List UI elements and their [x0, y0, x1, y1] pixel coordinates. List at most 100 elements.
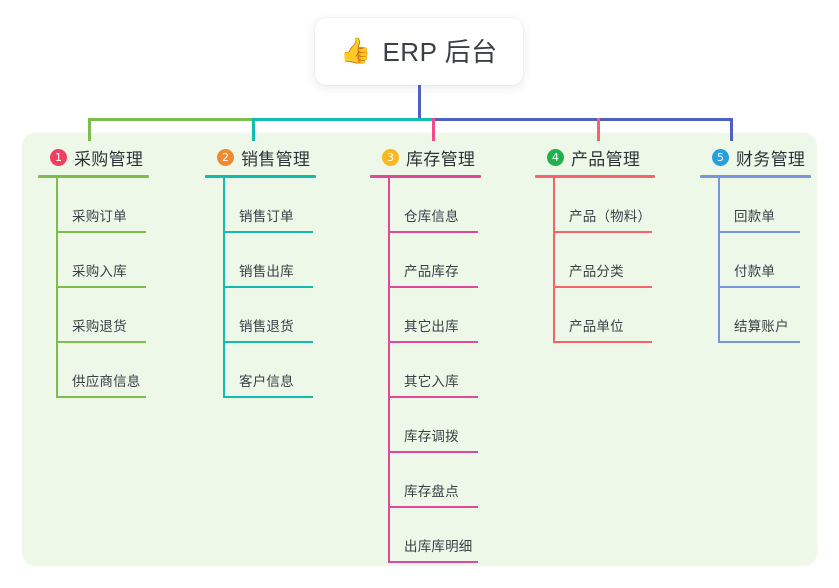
branch-item-underline [388, 561, 478, 563]
branch-item[interactable]: 客户信息 [223, 343, 355, 398]
branch-title: 财务管理 [736, 149, 806, 169]
branch-title: 采购管理 [74, 149, 144, 169]
branch-item[interactable]: 回款单 [718, 178, 820, 233]
branch-item[interactable]: 供应商信息 [56, 343, 188, 398]
branch-items: 回款单付款单结算账户 [700, 178, 820, 343]
branch-underline [370, 175, 481, 178]
branch-item-label: 客户信息 [239, 374, 294, 389]
branch-items: 仓库信息产品库存其它出库其它入库库存调拨库存盘点出库库明细 [370, 178, 520, 563]
branch-item[interactable]: 产品分类 [553, 233, 695, 288]
branch-item[interactable]: 付款单 [718, 233, 820, 288]
branch-item-underline [718, 286, 800, 288]
branch-item[interactable]: 采购入库 [56, 233, 188, 288]
branch-item-underline [718, 341, 800, 343]
connector-bus-teal [252, 118, 432, 121]
branch-item[interactable]: 出库库明细 [388, 508, 520, 563]
branch-item-label: 供应商信息 [72, 374, 141, 389]
branch-item-underline [553, 231, 652, 233]
branch-item-label: 销售退货 [239, 319, 294, 334]
connector-root-drop [418, 85, 421, 121]
branch-item-label: 付款单 [734, 264, 776, 279]
connector-bus-blue [432, 118, 732, 121]
branch-column-5: 5 财务管理回款单付款单结算账户 [700, 145, 820, 343]
branch-item[interactable]: 仓库信息 [388, 178, 520, 233]
branch-item-underline [553, 286, 652, 288]
branch-item-underline [388, 451, 478, 453]
branch-item-underline [388, 396, 478, 398]
branch-items: 采购订单采购入库采购退货供应商信息 [38, 178, 188, 398]
branch-number-badge: 4 [547, 148, 564, 166]
branch-header-2[interactable]: 2 销售管理 [205, 145, 355, 169]
branch-item-underline [56, 231, 146, 233]
branch-item-label: 出库库明细 [404, 539, 473, 554]
connector-drop-4 [597, 118, 600, 141]
branch-header-4[interactable]: 4 产品管理 [535, 145, 695, 169]
connector-drop-2 [252, 118, 255, 141]
branch-item-label: 回款单 [734, 209, 776, 224]
connector-drop-3 [432, 118, 435, 141]
branch-item-underline [56, 286, 146, 288]
branch-item[interactable]: 销售退货 [223, 288, 355, 343]
branch-item-label: 销售订单 [239, 209, 294, 224]
branch-item[interactable]: 产品库存 [388, 233, 520, 288]
branch-item[interactable]: 产品单位 [553, 288, 695, 343]
branch-column-3: 3 库存管理仓库信息产品库存其它出库其它入库库存调拨库存盘点出库库明细 [370, 145, 520, 563]
branch-header-3[interactable]: 3 库存管理 [370, 145, 520, 169]
branch-column-2: 2 销售管理销售订单销售出库销售退货客户信息 [205, 145, 355, 398]
branch-item-label: 产品（物料） [569, 209, 652, 224]
branch-item-underline [388, 341, 478, 343]
branch-rail [718, 178, 720, 343]
branch-header-5[interactable]: 5 财务管理 [700, 145, 820, 169]
branch-header-1[interactable]: 1 采购管理 [38, 145, 188, 169]
thumbs-up-icon: 👍 [340, 36, 372, 65]
branch-item-underline [388, 286, 478, 288]
branch-item-underline [223, 286, 313, 288]
branch-item-label: 销售出库 [239, 264, 294, 279]
branch-title: 产品管理 [571, 149, 641, 169]
branch-item-underline [223, 396, 313, 398]
branches-panel [22, 133, 817, 566]
branch-number-badge: 3 [382, 148, 399, 166]
branch-item[interactable]: 其它入库 [388, 343, 520, 398]
connector-bus-green [88, 118, 252, 121]
branch-number-badge: 5 [712, 148, 729, 166]
branch-item-label: 仓库信息 [404, 209, 459, 224]
branch-rail [553, 178, 555, 343]
branch-rail [388, 178, 390, 563]
root-node-label: ERP 后台 [382, 37, 498, 67]
branch-item-label: 结算账户 [734, 319, 789, 334]
branch-item-label: 采购订单 [72, 209, 127, 224]
branch-item[interactable]: 产品（物料） [553, 178, 695, 233]
branch-item[interactable]: 采购订单 [56, 178, 188, 233]
branch-item-underline [388, 506, 478, 508]
root-node[interactable]: 👍 ERP 后台 [315, 18, 523, 85]
connector-drop-1 [88, 118, 91, 141]
branch-item-underline [553, 341, 652, 343]
branch-number-badge: 1 [50, 148, 67, 166]
branch-item-underline [223, 341, 313, 343]
branch-item-label: 库存盘点 [404, 484, 459, 499]
branch-item[interactable]: 其它出库 [388, 288, 520, 343]
branch-item[interactable]: 销售出库 [223, 233, 355, 288]
branch-number-badge: 2 [217, 148, 234, 166]
root-node-content: 👍 ERP 后台 [340, 32, 497, 69]
branch-title: 销售管理 [241, 149, 311, 169]
branch-rail [56, 178, 58, 398]
branch-item[interactable]: 采购退货 [56, 288, 188, 343]
branch-item[interactable]: 库存调拨 [388, 398, 520, 453]
branch-underline [535, 175, 655, 178]
branch-items: 销售订单销售出库销售退货客户信息 [205, 178, 355, 398]
branch-items: 产品（物料） 产品分类产品单位 [535, 178, 695, 343]
branch-rail [223, 178, 225, 398]
branch-item-label: 其它入库 [404, 374, 459, 389]
branch-item-underline [388, 231, 478, 233]
branch-item-label: 采购退货 [72, 319, 127, 334]
branch-item[interactable]: 库存盘点 [388, 453, 520, 508]
branch-item-label: 产品分类 [569, 264, 624, 279]
branch-title: 库存管理 [406, 149, 476, 169]
branch-item[interactable]: 结算账户 [718, 288, 820, 343]
branch-item[interactable]: 销售订单 [223, 178, 355, 233]
branch-column-4: 4 产品管理产品（物料） 产品分类产品单位 [535, 145, 695, 343]
connector-drop-5 [730, 118, 733, 141]
